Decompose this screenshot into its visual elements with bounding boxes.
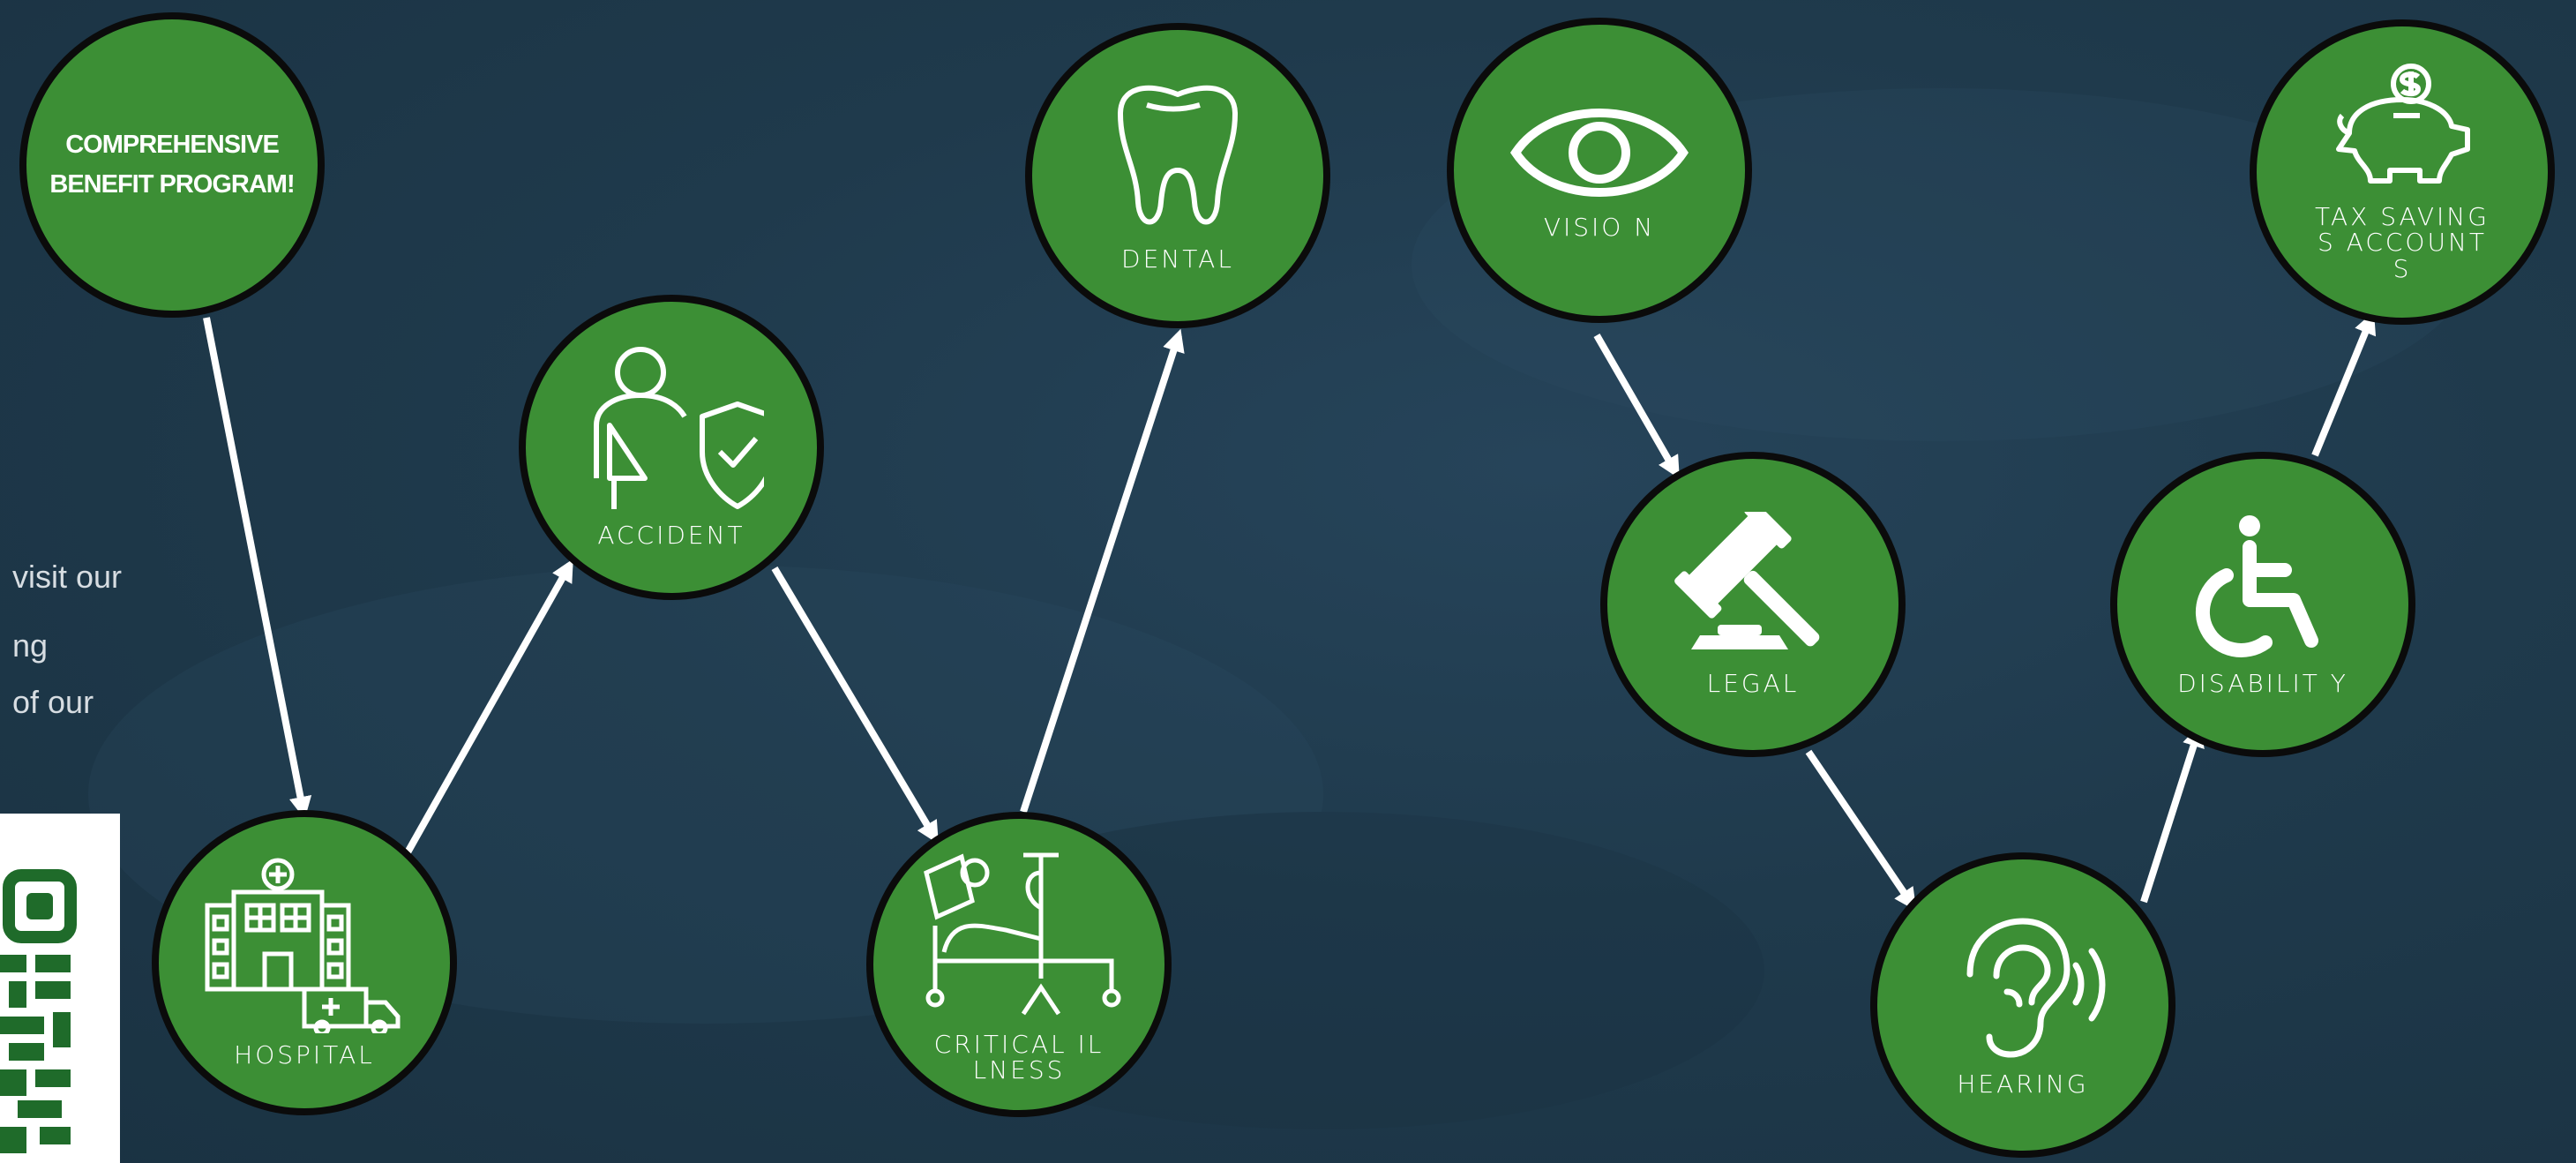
arrow-critical-illness-to-dental xyxy=(1020,328,1185,814)
node-legal[interactable]: LEGAL xyxy=(1600,452,1906,757)
piggy-bank-icon xyxy=(2323,63,2482,195)
hospital-bed-iv-icon xyxy=(909,846,1129,1023)
ear-sound-icon xyxy=(1935,912,2111,1062)
arrow-hospital-to-accident xyxy=(404,559,573,854)
injured-person-shield-icon xyxy=(579,346,764,514)
node-tax-savings-label: TAX SAVINGS ACCOUNTS xyxy=(2315,201,2490,283)
arrow-vision-to-legal xyxy=(1593,334,1680,479)
node-disability-label: DISABILIT Y xyxy=(2177,669,2348,699)
eye-icon xyxy=(1507,100,1692,206)
node-critical-illness-label: CRITICAL ILLNESS xyxy=(933,1029,1105,1084)
node-tax-savings-accounts[interactable]: TAX SAVINGS ACCOUNTS xyxy=(2250,19,2555,325)
node-critical-illness[interactable]: CRITICAL ILLNESS xyxy=(866,812,1172,1117)
node-hospital[interactable]: HOSPITAL xyxy=(152,810,457,1115)
hospital-ambulance-icon xyxy=(198,857,410,1034)
side-text-line-1: visit our xyxy=(12,559,123,595)
tooth-icon xyxy=(1103,79,1253,237)
node-vision-label: VISIO N xyxy=(1543,213,1656,243)
node-accident[interactable]: ACCIDENT xyxy=(519,295,824,600)
node-legal-label: LEGAL xyxy=(1706,669,1800,699)
node-disability[interactable]: DISABILIT Y xyxy=(2110,452,2415,757)
qr-code-icon xyxy=(0,869,77,1153)
wheelchair-icon xyxy=(2188,512,2338,662)
node-comprehensive-benefit-program[interactable]: COMPREHENSIVE BENEFIT PROGRAM! xyxy=(19,12,325,318)
node-hospital-label: HOSPITAL xyxy=(234,1040,375,1070)
arrow-comprehensive-to-hospital xyxy=(203,317,312,820)
arrow-legal-to-hearing xyxy=(1805,749,1917,912)
node-dental-label: DENTAL xyxy=(1121,244,1234,274)
arrow-accident-to-critical-illness xyxy=(771,566,939,844)
side-text-line-3: of our xyxy=(12,684,94,720)
node-hearing-label: HEARING xyxy=(1957,1069,2089,1099)
node-dental[interactable]: DENTAL xyxy=(1025,23,1330,328)
node-hearing[interactable]: HEARING xyxy=(1870,852,2175,1158)
qr-code[interactable] xyxy=(0,814,120,1163)
arrow-hearing-to-disability xyxy=(2140,724,2205,904)
node-accident-label: ACCIDENT xyxy=(597,521,745,551)
arrow-disability-to-tax-savings xyxy=(2311,311,2377,457)
side-text-line-2: ng xyxy=(12,627,49,664)
node-comprehensive-label: COMPREHENSIVE BENEFIT PROGRAM! xyxy=(49,131,295,199)
gavel-icon xyxy=(1665,512,1841,662)
node-vision[interactable]: VISIO N xyxy=(1447,18,1752,323)
